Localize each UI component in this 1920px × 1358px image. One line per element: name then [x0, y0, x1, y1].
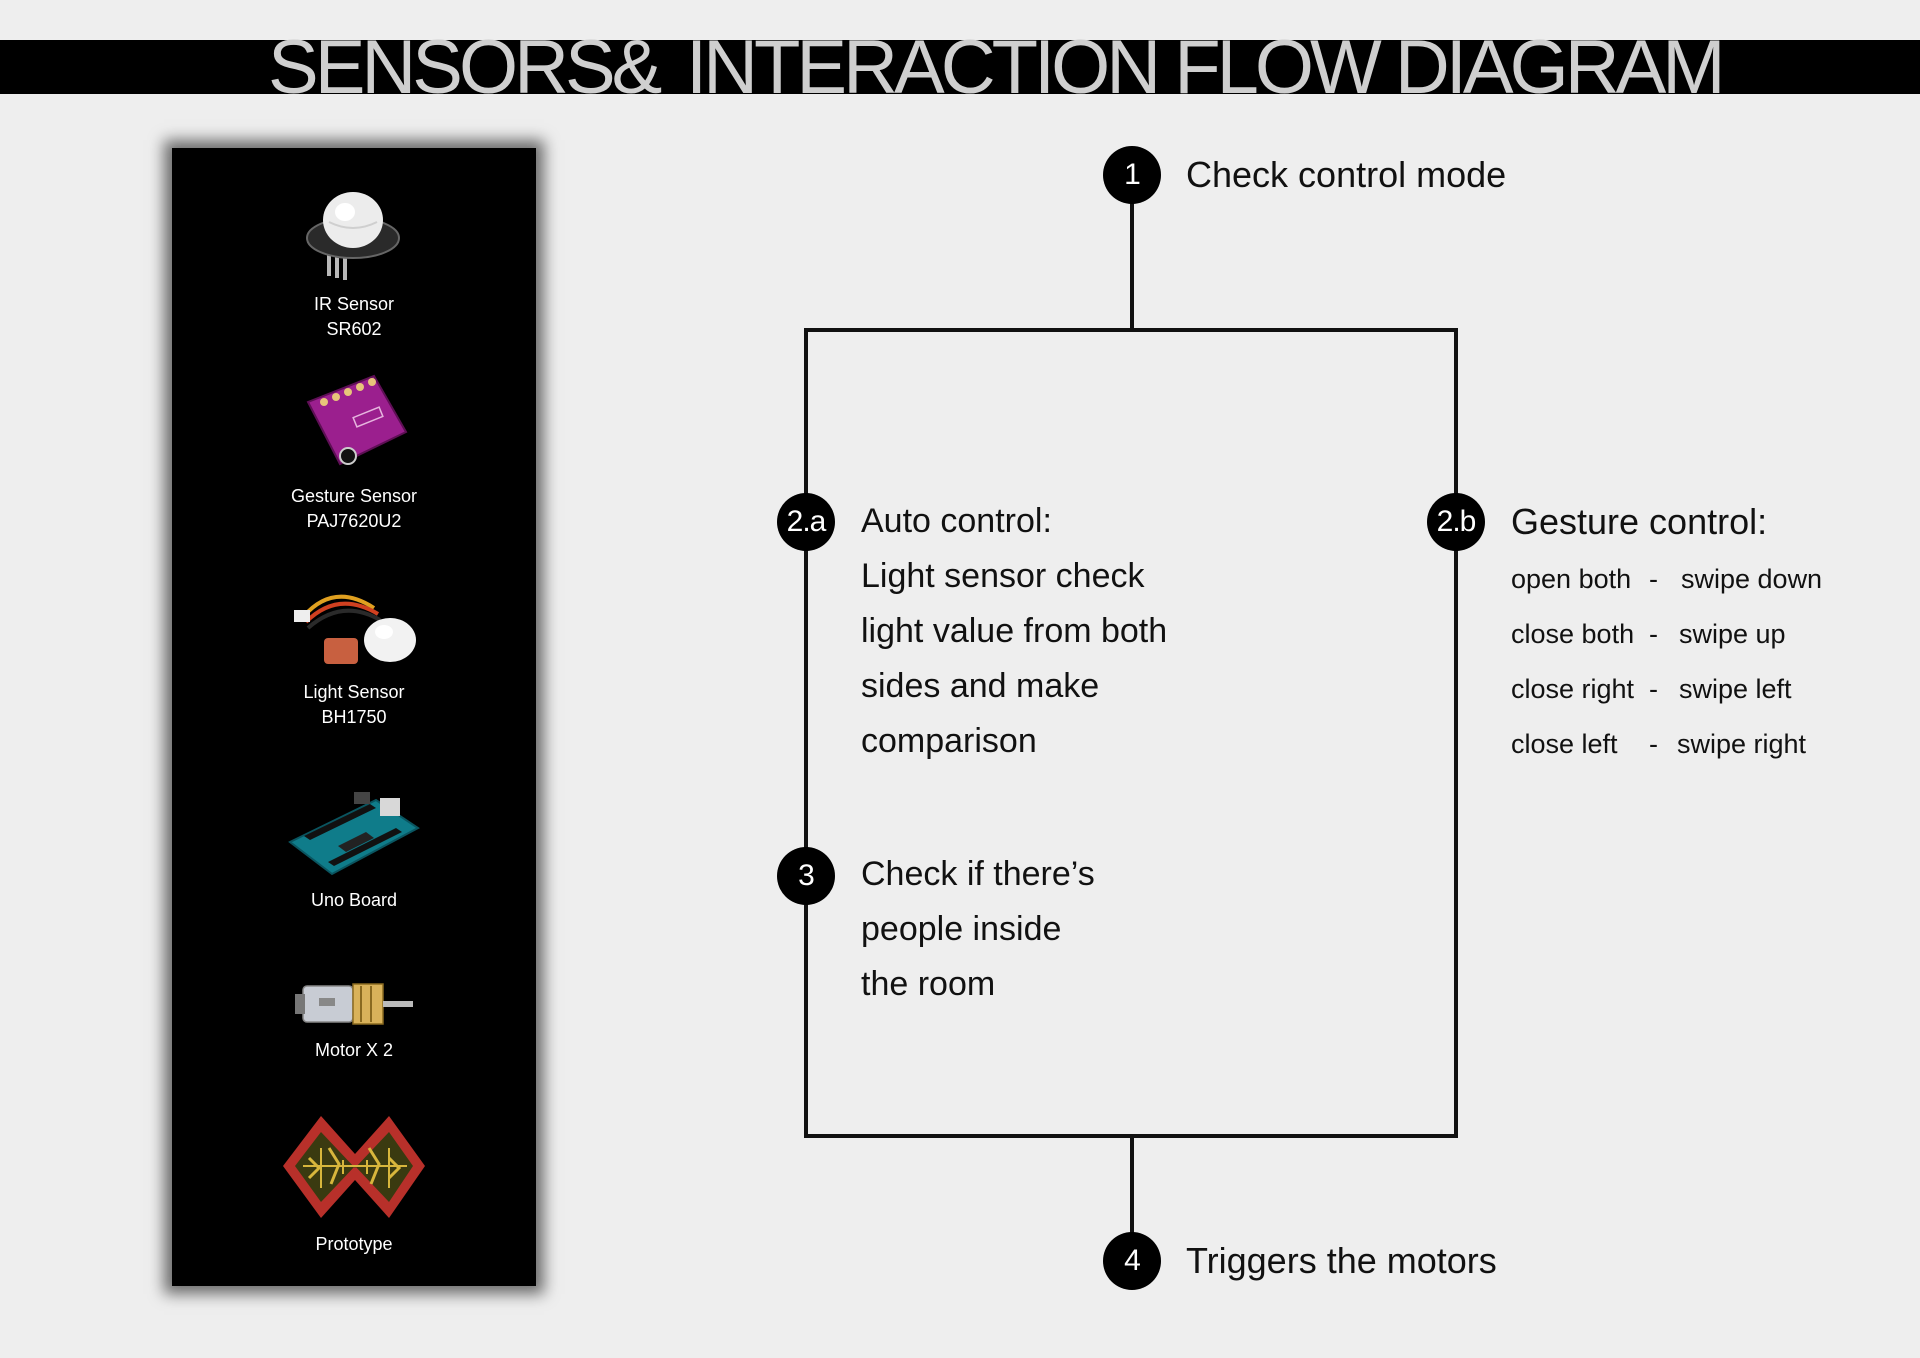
- step2a-line: Auto control:: [861, 502, 1052, 540]
- sensor-model: SR602: [326, 319, 382, 339]
- page-title-right: INTERACTION FLOW DIAGRAM: [686, 25, 1726, 110]
- gesture-sensor-icon: [306, 374, 408, 466]
- step-badge-3: 3: [777, 847, 835, 905]
- sensor-panel: IR Sensor SR602 Gesture Sensor PAJ7620U2…: [172, 148, 536, 1286]
- gesture-action: close left: [1511, 729, 1618, 759]
- prototype-icon: [283, 1116, 425, 1218]
- gesture-name: swipe up: [1679, 619, 1786, 649]
- sensor-model: BH1750: [321, 707, 387, 727]
- sensor-name: Uno Board: [310, 890, 398, 910]
- ir-sensor-icon: [306, 192, 400, 280]
- step3-line: the room: [861, 965, 996, 1003]
- sensor-name: Prototype: [315, 1234, 393, 1254]
- page-title-left: SENSORS&: [268, 25, 662, 110]
- step2a-line: light value from both: [861, 612, 1168, 650]
- step1-text: Check control mode: [1186, 154, 1507, 195]
- sensor-name: IR Sensor: [313, 294, 395, 314]
- gesture-separator: -: [1649, 674, 1658, 704]
- sensor-item-ir: IR Sensor SR602: [172, 178, 536, 342]
- step2a-line: sides and make: [861, 667, 1100, 705]
- step2a-line: comparison: [861, 722, 1037, 760]
- sensor-item-motor: Motor X 2: [172, 974, 536, 1063]
- step2a-line: Light sensor check: [861, 557, 1145, 595]
- light-sensor-icon: [294, 594, 416, 664]
- sensor-item-gesture: Gesture Sensor PAJ7620U2: [172, 370, 536, 534]
- gesture-name: swipe right: [1677, 729, 1807, 759]
- sensor-item-light: Light Sensor BH1750: [172, 586, 536, 730]
- title-bar: [0, 40, 1920, 94]
- sensor-item-prototype: Prototype: [172, 1108, 536, 1257]
- step-badge-2a: 2.a: [777, 493, 835, 551]
- step-badge-1: 1: [1103, 146, 1161, 204]
- sensor-name: Gesture Sensor: [290, 486, 418, 506]
- step-badge-4: 4: [1103, 1232, 1161, 1290]
- step2a-text: Auto control: Light sensor check light v…: [861, 494, 1167, 769]
- uno-board-icon: [288, 792, 420, 876]
- step-badge-2b: 2.b: [1427, 493, 1485, 551]
- gesture-action: close both: [1511, 619, 1635, 649]
- gesture-name: swipe left: [1679, 674, 1792, 704]
- gesture-separator: -: [1649, 619, 1658, 649]
- sensor-model: PAJ7620U2: [306, 511, 402, 531]
- step3-line: people inside: [861, 910, 1062, 948]
- gesture-action: close right: [1511, 674, 1635, 704]
- step3-text: Check if there’s people inside the room: [861, 847, 1095, 1012]
- step4-text: Triggers the motors: [1186, 1240, 1497, 1281]
- gesture-action: open both: [1511, 564, 1632, 594]
- sensor-item-uno: Uno Board: [172, 784, 536, 913]
- sensor-name: Light Sensor: [303, 682, 405, 702]
- sensor-name: Motor X 2: [314, 1040, 394, 1060]
- gesture-separator: -: [1649, 564, 1658, 594]
- gesture-name: swipe down: [1681, 564, 1823, 594]
- gesture-separator: -: [1649, 729, 1658, 759]
- step2b-title: Gesture control:: [1511, 501, 1768, 542]
- motor-icon: [295, 983, 413, 1025]
- step3-line: Check if there’s: [861, 855, 1095, 893]
